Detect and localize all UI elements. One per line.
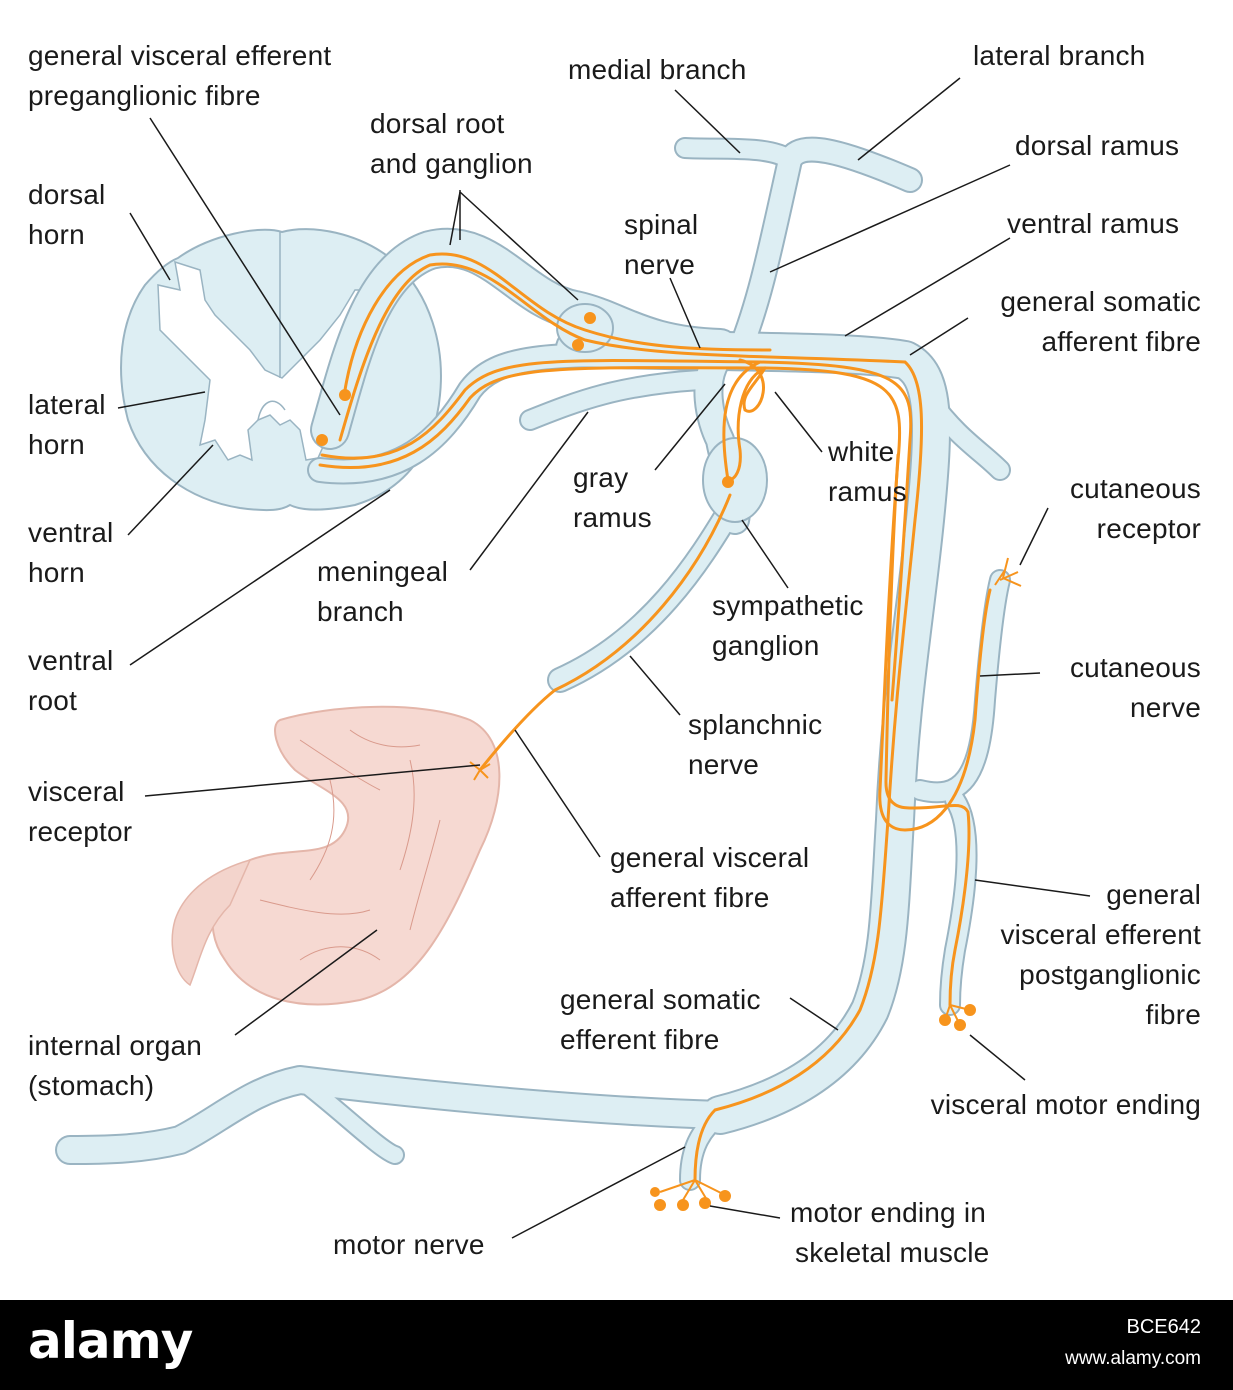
fibre-endings [316,312,1022,1211]
label-meningeal-1: meningeal [317,556,448,587]
label-visceral-receptor-2: receptor [28,816,133,847]
label-cutaneous-nerve-1: cutaneous [1069,652,1201,683]
site-url: www.alamy.com [1065,1348,1201,1369]
label-dorsal-ramus: dorsal ramus [1015,130,1180,161]
label-gve-post-3: postganglionic [1019,959,1201,990]
label-motor-ending-2: skeletal muscle [795,1237,990,1268]
label-ventral-horn-2: horn [28,557,85,588]
leader-lines [117,77,1091,1239]
label-sympathetic-ganglion-1: sympathetic [712,590,864,621]
label-gve-post-2: visceral efferent [1000,919,1201,950]
label-gray-ramus-1: gray [573,462,629,493]
label-spinal-nerve-1: spinal [624,209,699,240]
label-gsa-1: general somatic [1000,286,1201,317]
label-meningeal-2: branch [317,596,404,627]
label-gve-preganglionic-1: general visceral efferent [28,40,332,71]
label-cutaneous-receptor-2: receptor [1096,513,1201,544]
label-ventral-horn-1: ventral [28,517,114,548]
label-internal-organ-2: (stomach) [28,1070,155,1101]
label-gva-1: general visceral [610,842,810,873]
alamy-logo: alamy [28,1312,193,1370]
label-lateral-branch: lateral branch [973,40,1146,71]
label-dorsal-root-1: dorsal root [370,108,505,139]
label-ventral-ramus: ventral ramus [1007,208,1180,239]
label-gse-2: efferent fibre [560,1024,720,1055]
label-gray-ramus-2: ramus [573,502,652,533]
label-gve-post-4: fibre [1145,999,1201,1030]
label-ventral-root-2: root [28,685,78,716]
label-internal-organ-1: internal organ [28,1030,203,1061]
label-visceral-receptor-1: visceral [28,776,125,807]
label-gve-post-1: general [1106,879,1201,910]
label-gva-2: afferent fibre [610,882,770,913]
label-white-ramus-1: white [828,436,895,467]
label-dorsal-root-2: and ganglion [370,148,533,179]
label-lateral-horn-1: lateral [28,389,106,420]
label-lateral-horn-2: horn [28,429,85,460]
nerve-fibres [318,252,992,1182]
label-motor-ending-1: motor ending in [790,1197,987,1228]
label-ventral-root-1: ventral [28,645,114,676]
spinal-nerve-diagram [55,77,1091,1239]
label-cutaneous-receptor-1: cutaneous [1069,473,1201,504]
label-sympathetic-ganglion-2: ganglion [712,630,820,661]
label-spinal-nerve-2: nerve [624,249,696,280]
label-dorsal-horn-2: horn [28,219,85,250]
label-cutaneous-nerve-2: nerve [1129,692,1201,723]
label-white-ramus-2: ramus [828,476,907,507]
label-gsa-2: afferent fibre [1041,326,1201,357]
image-id: BCE642 [1126,1316,1202,1338]
label-gse-1: general somatic [560,984,761,1015]
watermark-footer: alamy BCE642 www.alamy.com [0,1300,1233,1390]
label-medial-branch: medial branch [568,54,747,85]
label-dorsal-horn-1: dorsal [28,179,106,210]
label-splanchnic-2: nerve [688,749,760,780]
label-motor-nerve: motor nerve [333,1229,485,1260]
stomach [171,705,501,1006]
label-visceral-motor-ending: visceral motor ending [930,1089,1201,1120]
label-splanchnic-1: splanchnic [688,709,823,740]
label-gve-preganglionic-2: preganglionic fibre [28,80,261,111]
